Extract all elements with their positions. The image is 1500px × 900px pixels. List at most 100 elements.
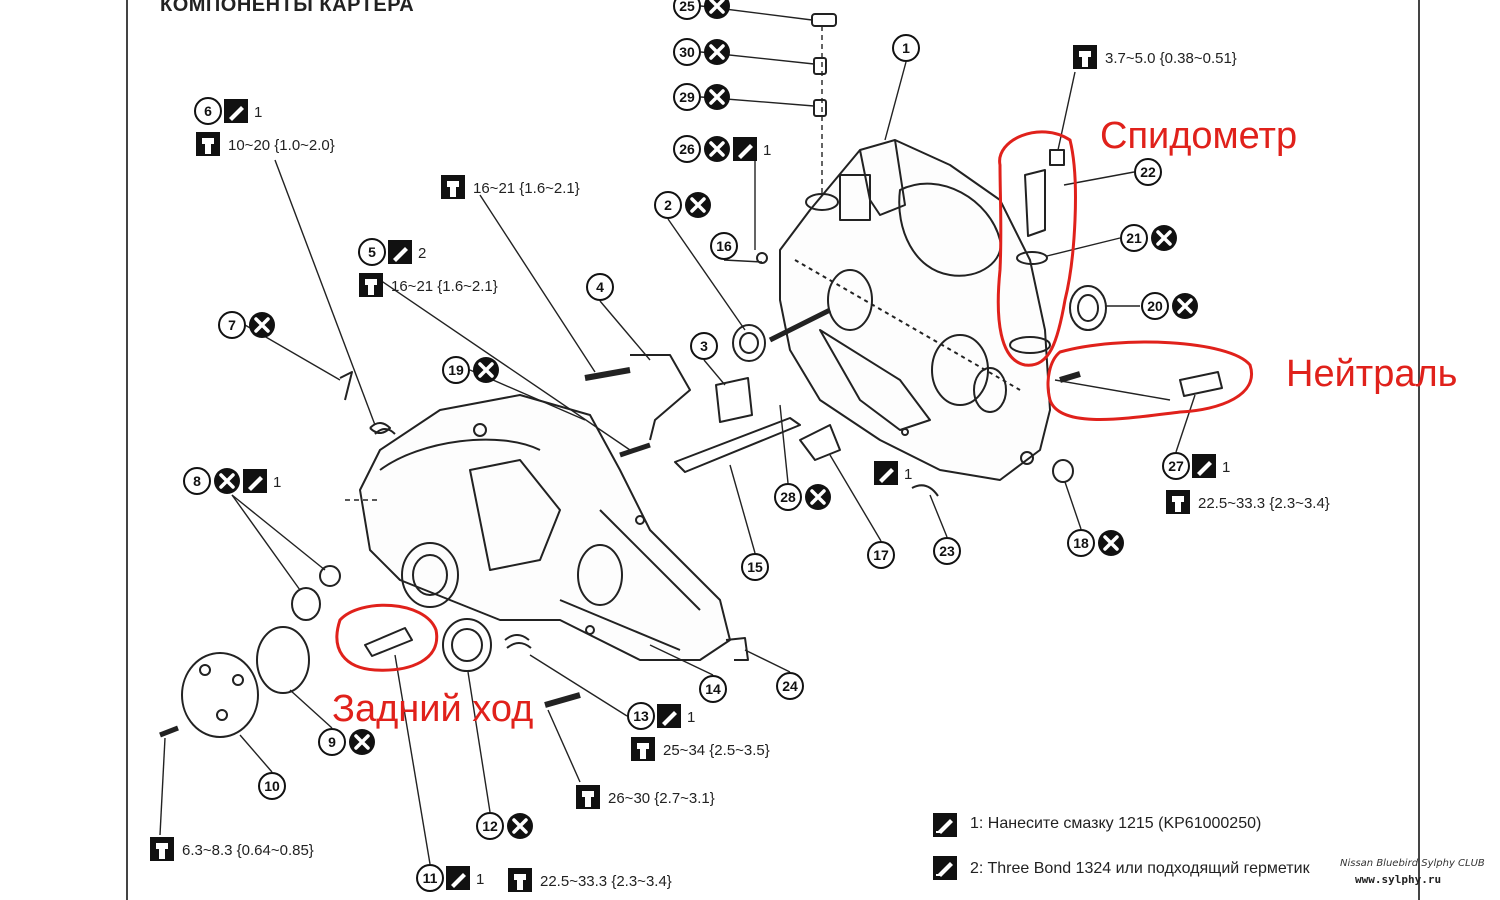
callout-circle: [690, 332, 718, 360]
torque-value: 16~21 {1.6~2.1}: [391, 278, 498, 295]
callout-circle: [892, 34, 920, 62]
callout-circle: [710, 232, 738, 260]
callout-number: 16: [716, 238, 732, 254]
callout-c22: 22: [1134, 158, 1162, 186]
grease-type: 1: [476, 871, 484, 888]
front-case-drawing: [779, 139, 1051, 481]
callout-c3: 3: [690, 332, 718, 360]
callout-number: 21: [1126, 230, 1142, 246]
page-title: КОМПОНЕНТЫ КАРТЕРА: [160, 0, 415, 16]
torque-value: 25~34 {2.5~3.5}: [663, 742, 770, 759]
callout-circle: [1120, 224, 1148, 252]
replace-cross-icon: [507, 813, 533, 839]
replace-cross-icon: [704, 84, 730, 110]
legend-line-1: 1: Нанесите смазку 1215 (KP61000250): [970, 815, 1262, 832]
neutral-label: Нейтраль: [1286, 353, 1458, 395]
callout-c7: 7: [218, 311, 275, 339]
callout-number: 2: [664, 197, 672, 213]
replace-cross-icon: [1172, 293, 1198, 319]
callout-c13: 13 1: [627, 702, 695, 730]
callout-number: 17: [873, 547, 889, 563]
callout-circle: [699, 675, 727, 703]
replace-cross-icon: [704, 0, 730, 19]
torque-spec-t9: 22.5~33.3 {2.3~3.4}: [508, 868, 672, 892]
rear-case-drawing: [359, 394, 731, 661]
callout-circle: [183, 467, 211, 495]
grease-icon: [446, 866, 470, 890]
callout-c29: 29: [673, 83, 730, 111]
callout-number: 13: [633, 708, 649, 724]
grease-icon: [224, 99, 248, 123]
callout-number: 25: [679, 0, 695, 14]
callout-circle: [673, 83, 701, 111]
callout-number: 6: [204, 103, 212, 119]
callout-number: 8: [193, 473, 201, 489]
callout-c25: 25: [673, 0, 730, 20]
legend-line-2: 2: Three Bond 1324 или подходящий гермет…: [970, 860, 1310, 877]
torque-value: 10~20 {1.0~2.0}: [228, 137, 335, 154]
grease-icon: [388, 240, 412, 264]
callout-circle: [586, 273, 614, 301]
callout-c9: 9: [318, 728, 375, 756]
callout-circle: [673, 135, 701, 163]
callout-number: 19: [448, 362, 464, 378]
callout-circle: [627, 702, 655, 730]
callout-c17: 17: [867, 541, 895, 569]
callout-c28: 28: [774, 483, 831, 511]
torque-wrench-icon: [196, 132, 220, 156]
callout-c16: 16: [710, 232, 738, 260]
torque-spec-t1: 3.7~5.0 {0.38~0.51}: [1073, 45, 1237, 69]
callout-number: 27: [1168, 458, 1184, 474]
callout-number: 26: [679, 141, 695, 157]
grease-type: 1: [904, 466, 912, 483]
grease-icon: [874, 461, 898, 485]
callout-c20: 20: [1141, 292, 1198, 320]
grease-type: 1: [1222, 459, 1230, 476]
torque-wrench-icon: [441, 175, 465, 199]
callout-circle: [194, 97, 222, 125]
replace-cross-icon: [249, 312, 275, 338]
callout-c27: 27 1: [1162, 452, 1230, 480]
callout-circle: [416, 864, 444, 892]
grease-type: 1: [254, 104, 262, 121]
torque-spec-t8: 6.3~8.3 {0.64~0.85}: [150, 837, 314, 861]
speedometer-label: Спидометр: [1100, 115, 1298, 157]
torque-spec-t5: 22.5~33.3 {2.3~3.4}: [1166, 490, 1330, 514]
replace-cross-icon: [704, 136, 730, 162]
callout-c18: 18: [1067, 529, 1124, 557]
grease-icon: [933, 813, 957, 837]
torque-spec-t6: 25~34 {2.5~3.5}: [631, 737, 770, 761]
callout-circle: [867, 541, 895, 569]
callout-number: 3: [700, 338, 708, 354]
callout-c2: 2: [654, 191, 711, 219]
torque-layer: 3.7~5.0 {0.38~0.51} 10~20 {1.0~2.0} 16~21 …: [150, 45, 1330, 892]
watermark-site: www.sylphy.ru: [1355, 873, 1442, 886]
grease-type: 2: [418, 245, 426, 262]
callout-number: 10: [264, 778, 280, 794]
callout-number: 5: [368, 244, 376, 260]
callout-number: 14: [705, 681, 721, 697]
callout-number: 1: [902, 40, 910, 56]
torque-value: 3.7~5.0 {0.38~0.51}: [1105, 50, 1237, 67]
callout-c12: 12: [476, 812, 533, 840]
callout-number: 29: [679, 89, 695, 105]
torque-value: 26~30 {2.7~3.1}: [608, 790, 715, 807]
callout-c15: 15: [741, 553, 769, 581]
callout-c19: 19: [442, 356, 499, 384]
callout-c14: 14: [699, 675, 727, 703]
torque-wrench-icon: [576, 785, 600, 809]
callout-c23: 23: [933, 537, 961, 565]
torque-value: 22.5~33.3 {2.3~3.4}: [1198, 495, 1330, 512]
callout-number: 7: [228, 317, 236, 333]
grease-icon: [243, 469, 267, 493]
grease-type: 1: [687, 709, 695, 726]
callout-number: 30: [679, 44, 695, 60]
torque-value: 6.3~8.3 {0.64~0.85}: [182, 842, 314, 859]
red-marker-circles: [335, 130, 1254, 672]
grease-icon: [1192, 454, 1216, 478]
callout-c17g: 1: [874, 461, 912, 485]
torque-spec-t3: 16~21 {1.6~2.1}: [441, 175, 580, 199]
